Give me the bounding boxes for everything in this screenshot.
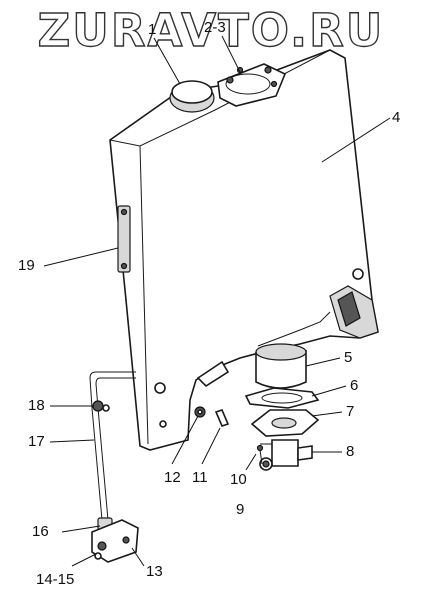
callout-10: 10 bbox=[230, 471, 247, 488]
callout-14-15: 14-15 bbox=[36, 571, 74, 588]
filler-cap bbox=[169, 80, 215, 113]
callout-9: 9 bbox=[236, 501, 244, 518]
pipe-clamp bbox=[92, 400, 110, 412]
callout-labels: 1 2-3 4 5 6 7 8 9 10 11 12 13 14-15 16 1… bbox=[18, 19, 400, 588]
leader-lines bbox=[43, 35, 391, 567]
callout-12: 12 bbox=[164, 469, 181, 486]
flange bbox=[250, 409, 320, 437]
callout-11: 11 bbox=[192, 469, 208, 486]
callout-8: 8 bbox=[346, 443, 354, 460]
sight-gauge bbox=[117, 205, 131, 273]
callout-5: 5 bbox=[344, 349, 352, 366]
callout-4: 4 bbox=[392, 109, 400, 126]
gasket bbox=[244, 387, 320, 409]
drain-pipe bbox=[89, 371, 136, 521]
tank-body bbox=[109, 49, 379, 451]
callout-1: 1 bbox=[148, 21, 156, 38]
callout-17: 17 bbox=[28, 433, 45, 450]
callout-13: 13 bbox=[146, 563, 163, 580]
cover-plate bbox=[217, 63, 287, 107]
filter-canister bbox=[255, 343, 307, 389]
callout-19: 19 bbox=[18, 257, 35, 274]
callout-7: 7 bbox=[346, 403, 354, 420]
callout-6: 6 bbox=[350, 377, 358, 394]
fasteners bbox=[194, 406, 264, 465]
watermark-text: ZURAVTO.RU bbox=[38, 4, 385, 57]
callout-18: 18 bbox=[28, 397, 45, 414]
callout-2-3: 2-3 bbox=[204, 19, 226, 36]
drain-valve bbox=[259, 439, 313, 471]
callout-16: 16 bbox=[32, 523, 49, 540]
drain-block bbox=[91, 517, 139, 563]
